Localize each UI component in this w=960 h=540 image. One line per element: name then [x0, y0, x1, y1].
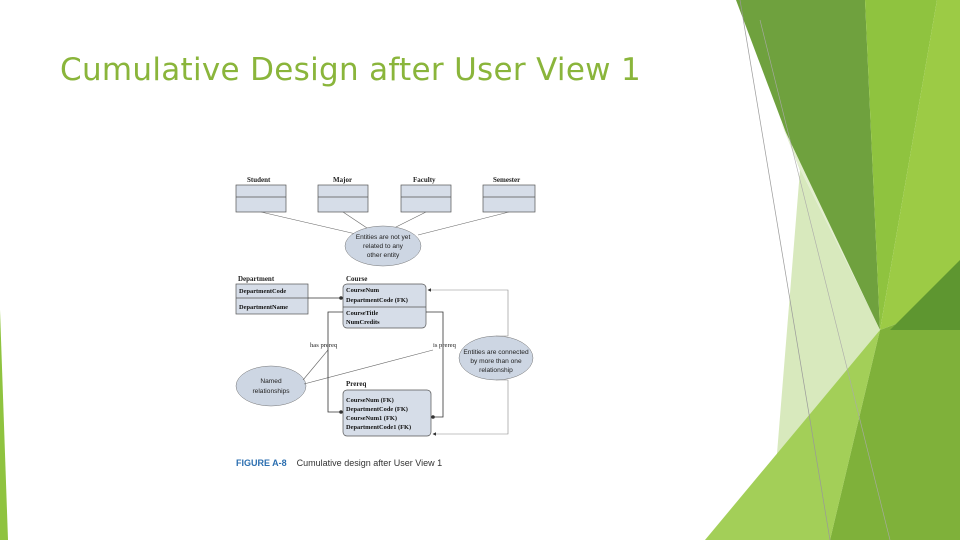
- course-attr-2: NumCredits: [346, 319, 380, 326]
- entity-student: [235, 184, 287, 213]
- note-unrelated-line2: related to any: [363, 243, 404, 250]
- course-attr-1: CourseTitle: [346, 310, 378, 317]
- note-named-line1: Named: [260, 378, 282, 385]
- department-attr-2: DepartmentName: [239, 304, 288, 311]
- note-named: Named relationships: [235, 365, 307, 407]
- facet-right: [880, 0, 960, 330]
- entity-course-label: Course: [346, 275, 367, 283]
- er-diagram: Student Major Faculty Semester Entities …: [235, 176, 536, 437]
- entity-prereq: CourseNum (FK) DepartmentCode (FK) Cours…: [342, 389, 432, 437]
- facet-deep: [890, 260, 960, 330]
- rel-has-prereq: has prereq: [310, 342, 338, 349]
- entity-prereq-label: Prereq: [346, 380, 366, 388]
- note-multi: Entities are connected by more than one …: [458, 335, 534, 381]
- prereq-attr-3: CourseNum1 (FK): [346, 415, 397, 422]
- note-unrelated-line3: other entity: [367, 252, 400, 259]
- entity-faculty: [400, 184, 452, 213]
- note-multi-arrows: [427, 288, 509, 436]
- facet-bottom: [705, 330, 880, 540]
- note-multi-line2: by more than one: [470, 358, 522, 365]
- entity-department-label: Department: [238, 275, 275, 283]
- course-key-attr-1: CourseNum: [346, 287, 380, 294]
- entity-faculty-label: Faculty: [413, 176, 436, 184]
- slide-title: Cumulative Design after User View 1: [60, 52, 642, 88]
- entity-department: DepartmentCode DepartmentName: [235, 283, 309, 315]
- figure-caption: FIGURE A-8 Cumulative design after User V…: [236, 458, 442, 468]
- prereq-attr-4: DepartmentCode1 (FK): [346, 424, 411, 431]
- note-multi-line3: relationship: [479, 367, 513, 374]
- entity-course: CourseNum DepartmentCode (FK) CourseTitl…: [342, 283, 427, 329]
- prereq-attr-2: DepartmentCode (FK): [346, 406, 408, 413]
- note-connectors: [260, 211, 510, 236]
- department-attr-1: DepartmentCode: [239, 288, 286, 295]
- rel-is-prereq: is prereq: [433, 342, 457, 349]
- entity-semester: [482, 184, 536, 213]
- entity-student-label: Student: [247, 176, 271, 184]
- entity-major: [317, 184, 369, 213]
- note-unrelated-line1: Entities are not yet: [356, 234, 411, 241]
- note-unrelated: Entities are not yet related to any othe…: [344, 225, 422, 267]
- entity-semester-label: Semester: [493, 176, 520, 184]
- prereq-attr-1: CourseNum (FK): [346, 397, 394, 404]
- note-multi-line1: Entities are connected: [463, 349, 529, 356]
- facet-dark: [736, 0, 880, 330]
- course-key-attr-2: DepartmentCode (FK): [346, 297, 408, 304]
- facet-lower: [830, 300, 960, 540]
- prereq-links: [327, 311, 444, 418]
- caption-label: FIGURE A-8: [236, 458, 287, 468]
- note-named-line2: relationships: [252, 388, 290, 395]
- entity-major-label: Major: [333, 176, 352, 184]
- caption-text: Cumulative design after User View 1: [296, 458, 443, 468]
- facet-left: [0, 310, 8, 540]
- facet-mid: [865, 0, 937, 330]
